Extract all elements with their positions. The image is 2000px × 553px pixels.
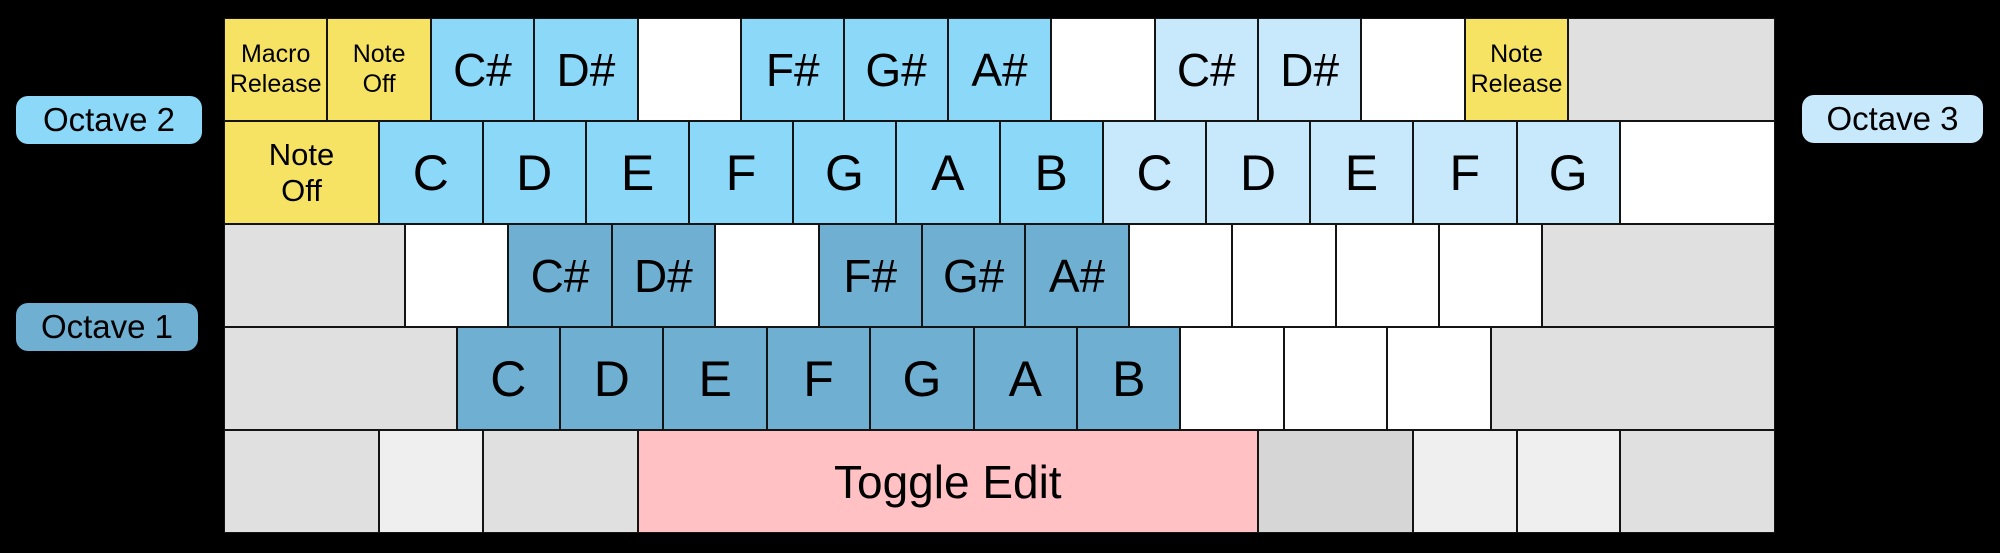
key-blank[interactable] — [637, 18, 741, 121]
key-c-octave2[interactable]: C — [379, 121, 483, 224]
key-e-octave2[interactable]: E — [585, 121, 690, 224]
key-blank[interactable] — [715, 224, 819, 327]
octave-3-label: Octave 3 — [1802, 95, 1983, 143]
key-blank[interactable] — [1387, 327, 1491, 430]
key-blank[interactable] — [1438, 224, 1543, 327]
key-f-octave1[interactable]: F — [766, 327, 871, 430]
key-b-octave1[interactable]: B — [1077, 327, 1181, 430]
key-gray-modifier[interactable] — [1258, 430, 1414, 533]
key-d-octave1[interactable]: D — [560, 327, 664, 430]
key-toggle-edit[interactable]: Toggle Edit — [637, 430, 1258, 533]
octave-1-label: Octave 1 — [16, 303, 198, 351]
key-blank[interactable] — [1232, 224, 1336, 327]
key-gray-wide[interactable] — [224, 327, 457, 430]
key-gray-wide[interactable] — [1490, 327, 1775, 430]
key-blank[interactable] — [1283, 327, 1388, 430]
key-gray-modifier[interactable] — [1619, 430, 1775, 533]
key-gray-wide[interactable] — [224, 224, 405, 327]
key-d-sharp-octave1[interactable]: D# — [611, 224, 716, 327]
key-gray-wide[interactable] — [1568, 18, 1775, 121]
key-a-octave2[interactable]: A — [896, 121, 1000, 224]
key-note-release[interactable]: Note Release — [1464, 18, 1569, 121]
key-d-octave2[interactable]: D — [482, 121, 586, 224]
key-d-sharp-octave2[interactable]: D# — [534, 18, 638, 121]
key-c-sharp-octave3[interactable]: C# — [1154, 18, 1258, 121]
key-blank[interactable] — [1619, 121, 1775, 224]
key-e-octave1[interactable]: E — [663, 327, 767, 430]
key-a-sharp-octave1[interactable]: A# — [1025, 224, 1129, 327]
key-d-sharp-octave3[interactable]: D# — [1258, 18, 1362, 121]
key-e-octave3[interactable]: E — [1309, 121, 1414, 224]
key-c-octave1[interactable]: C — [456, 327, 561, 430]
key-c-octave3[interactable]: C — [1102, 121, 1207, 224]
key-f-sharp-octave1[interactable]: F# — [818, 224, 922, 327]
key-g-octave1[interactable]: G — [870, 327, 974, 430]
key-note-off-wide[interactable]: Note Off — [224, 121, 380, 224]
key-d-octave3[interactable]: D — [1206, 121, 1310, 224]
key-g-octave2[interactable]: G — [792, 121, 897, 224]
key-g-sharp-octave1[interactable]: G# — [921, 224, 1026, 327]
keyboard-row: C#D# F#G#A# — [224, 224, 1775, 327]
key-macro-release[interactable]: Macro Release — [224, 18, 328, 121]
key-gray-modifier[interactable] — [482, 430, 638, 533]
key-gray-modifier[interactable] — [1516, 430, 1620, 533]
key-f-octave3[interactable]: F — [1413, 121, 1517, 224]
key-c-sharp-octave1[interactable]: C# — [508, 224, 612, 327]
key-g-sharp-octave2[interactable]: G# — [844, 18, 948, 121]
key-blank[interactable] — [1361, 18, 1465, 121]
key-c-sharp-octave2[interactable]: C# — [430, 18, 535, 121]
key-f-sharp-octave2[interactable]: F# — [741, 18, 845, 121]
key-f-octave2[interactable]: F — [689, 121, 793, 224]
key-blank[interactable] — [1180, 327, 1284, 430]
key-a-octave1[interactable]: A — [973, 327, 1078, 430]
key-blank[interactable] — [1051, 18, 1155, 121]
octave-2-label: Octave 2 — [16, 96, 202, 144]
key-gray-modifier[interactable] — [379, 430, 483, 533]
key-blank[interactable] — [404, 224, 509, 327]
key-b-octave2[interactable]: B — [999, 121, 1103, 224]
key-gray-wide[interactable] — [1542, 224, 1775, 327]
key-blank[interactable] — [1128, 224, 1233, 327]
key-gray-modifier[interactable] — [224, 430, 380, 533]
key-blank[interactable] — [1335, 224, 1439, 327]
key-note-off[interactable]: Note Off — [327, 18, 431, 121]
key-g-octave3[interactable]: G — [1516, 121, 1620, 224]
key-a-sharp-octave2[interactable]: A# — [947, 18, 1052, 121]
key-gray-modifier[interactable] — [1413, 430, 1517, 533]
keyboard-row: Toggle Edit — [224, 430, 1775, 533]
